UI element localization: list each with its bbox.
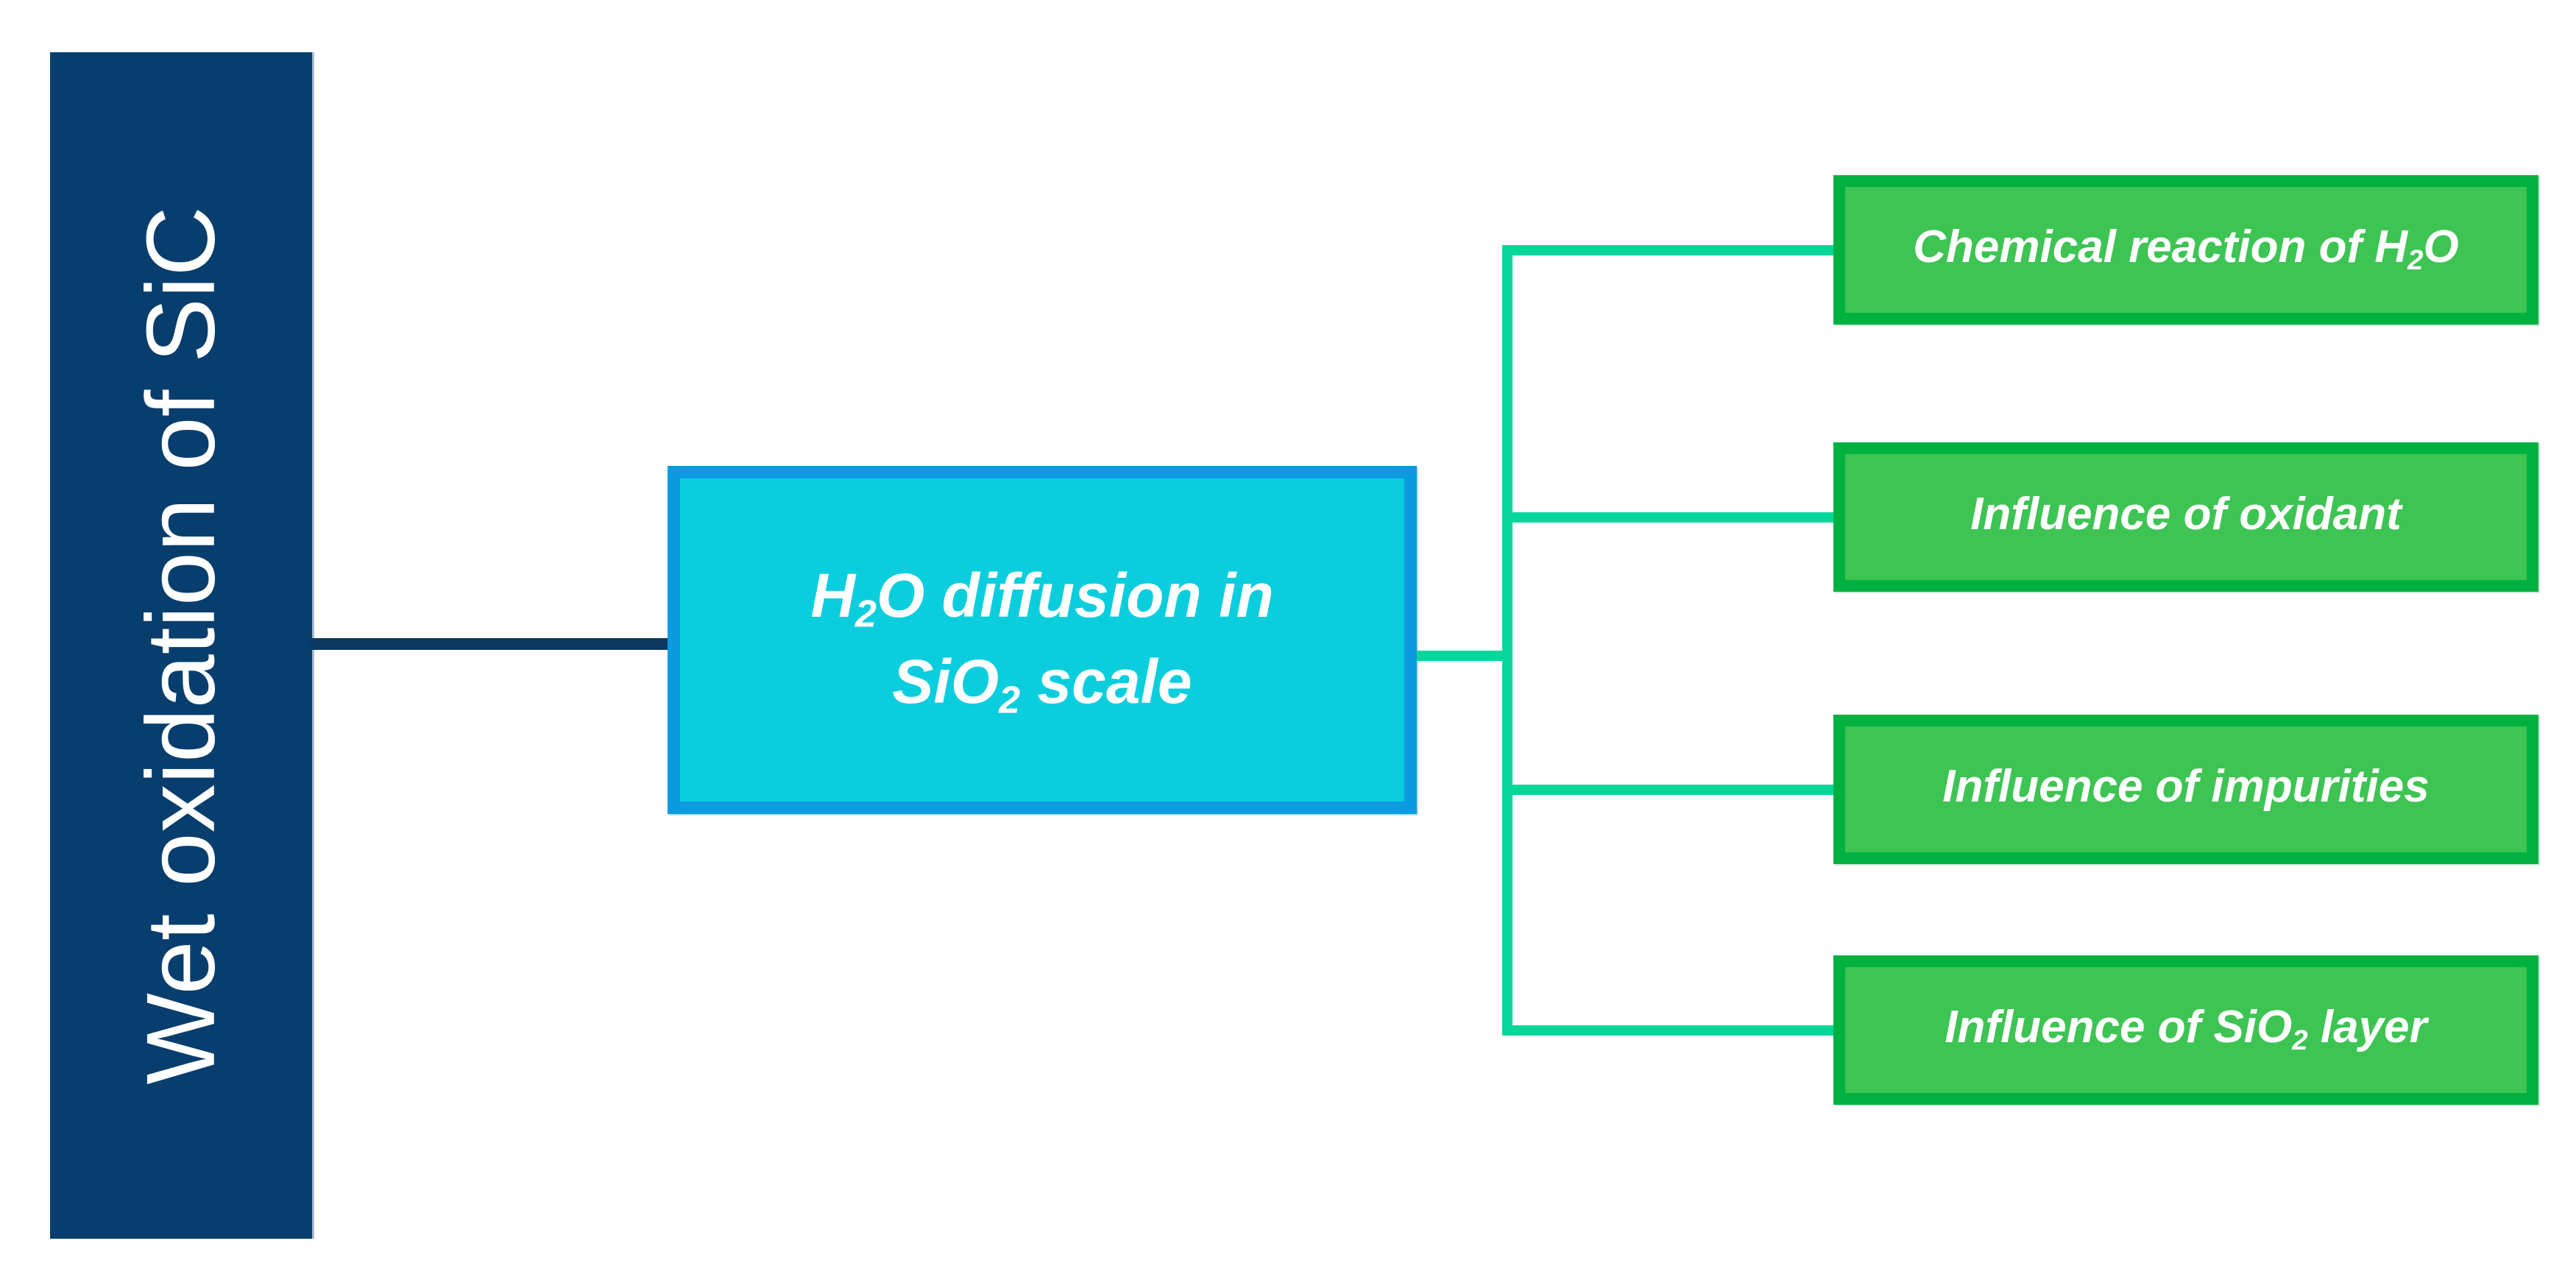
leaf-0-sub: 2 xyxy=(2407,244,2424,277)
leaf-node-label: Influence of oxidant xyxy=(1970,492,2402,542)
center-line1-post: O diffusion in xyxy=(876,560,1274,630)
connector-center-to-spine xyxy=(1417,651,1511,661)
leaf-0-pre: Chemical reaction of H xyxy=(1913,222,2408,273)
center-line1-sub: 2 xyxy=(854,592,877,636)
leaf-0-post: O xyxy=(2423,222,2459,273)
leaf-node-influence-of-impurities[interactable]: Influence of impurities xyxy=(1833,715,2538,864)
leaf-1-pre: Influence of oxidant xyxy=(1970,489,2402,540)
connector-branch-2 xyxy=(1502,512,1837,523)
leaf-node-label: Influence of SiO2 layer xyxy=(1945,1005,2427,1055)
leaf-node-body: Chemical reaction of H2O xyxy=(1845,187,2527,313)
center-node-line-2: SiO2 scale xyxy=(892,640,1192,726)
connector-branch-3 xyxy=(1502,785,1837,795)
center-node-body: H2O diffusion in SiO2 scale xyxy=(680,478,1404,802)
leaf-node-body: Influence of SiO2 layer xyxy=(1845,967,2527,1093)
connector-branch-4 xyxy=(1502,1025,1837,1036)
center-node-line-1: H2O diffusion in xyxy=(810,554,1273,640)
center-node-h2o-diffusion[interactable]: H2O diffusion in SiO2 scale xyxy=(668,466,1417,814)
leaf-node-influence-of-sio2-layer[interactable]: Influence of SiO2 layer xyxy=(1833,955,2538,1105)
leaf-node-label: Chemical reaction of H2O xyxy=(1913,224,2458,275)
connector-spine-vertical xyxy=(1502,245,1512,1036)
leaf-2-pre: Influence of impurities xyxy=(1942,761,2430,813)
leaf-node-label: Influence of impurities xyxy=(1942,764,2429,814)
center-line2-post: scale xyxy=(1020,646,1192,716)
connector-branch-1 xyxy=(1502,245,1837,255)
center-line1-pre: H xyxy=(810,560,855,630)
leaf-node-body: Influence of impurities xyxy=(1845,726,2527,852)
leaf-3-pre: Influence of SiO xyxy=(1945,1002,2293,1053)
root-node-wet-oxidation[interactable]: Wet oxidation of SiC xyxy=(50,52,312,1239)
center-line2-pre: SiO xyxy=(892,646,999,716)
leaf-3-sub: 2 xyxy=(2292,1025,2308,1057)
leaf-3-post: layer xyxy=(2307,1002,2427,1053)
leaf-node-influence-of-oxidant[interactable]: Influence of oxidant xyxy=(1833,442,2538,592)
connector-root-to-center xyxy=(309,638,677,650)
root-node-label: Wet oxidation of SiC xyxy=(127,206,236,1085)
leaf-node-chemical-reaction[interactable]: Chemical reaction of H2O xyxy=(1833,175,2538,325)
center-line2-sub: 2 xyxy=(999,679,1021,722)
leaf-node-body: Influence of oxidant xyxy=(1845,454,2527,580)
